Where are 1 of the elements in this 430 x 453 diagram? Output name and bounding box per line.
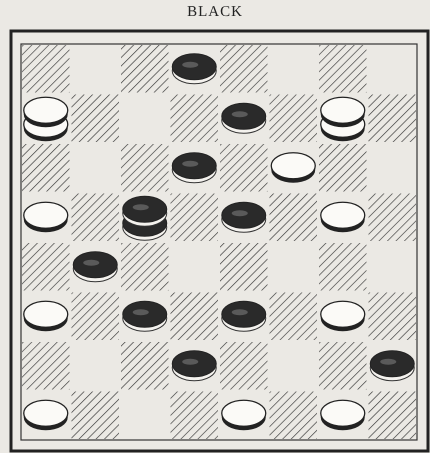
board-title: BLACK — [186, 4, 244, 21]
